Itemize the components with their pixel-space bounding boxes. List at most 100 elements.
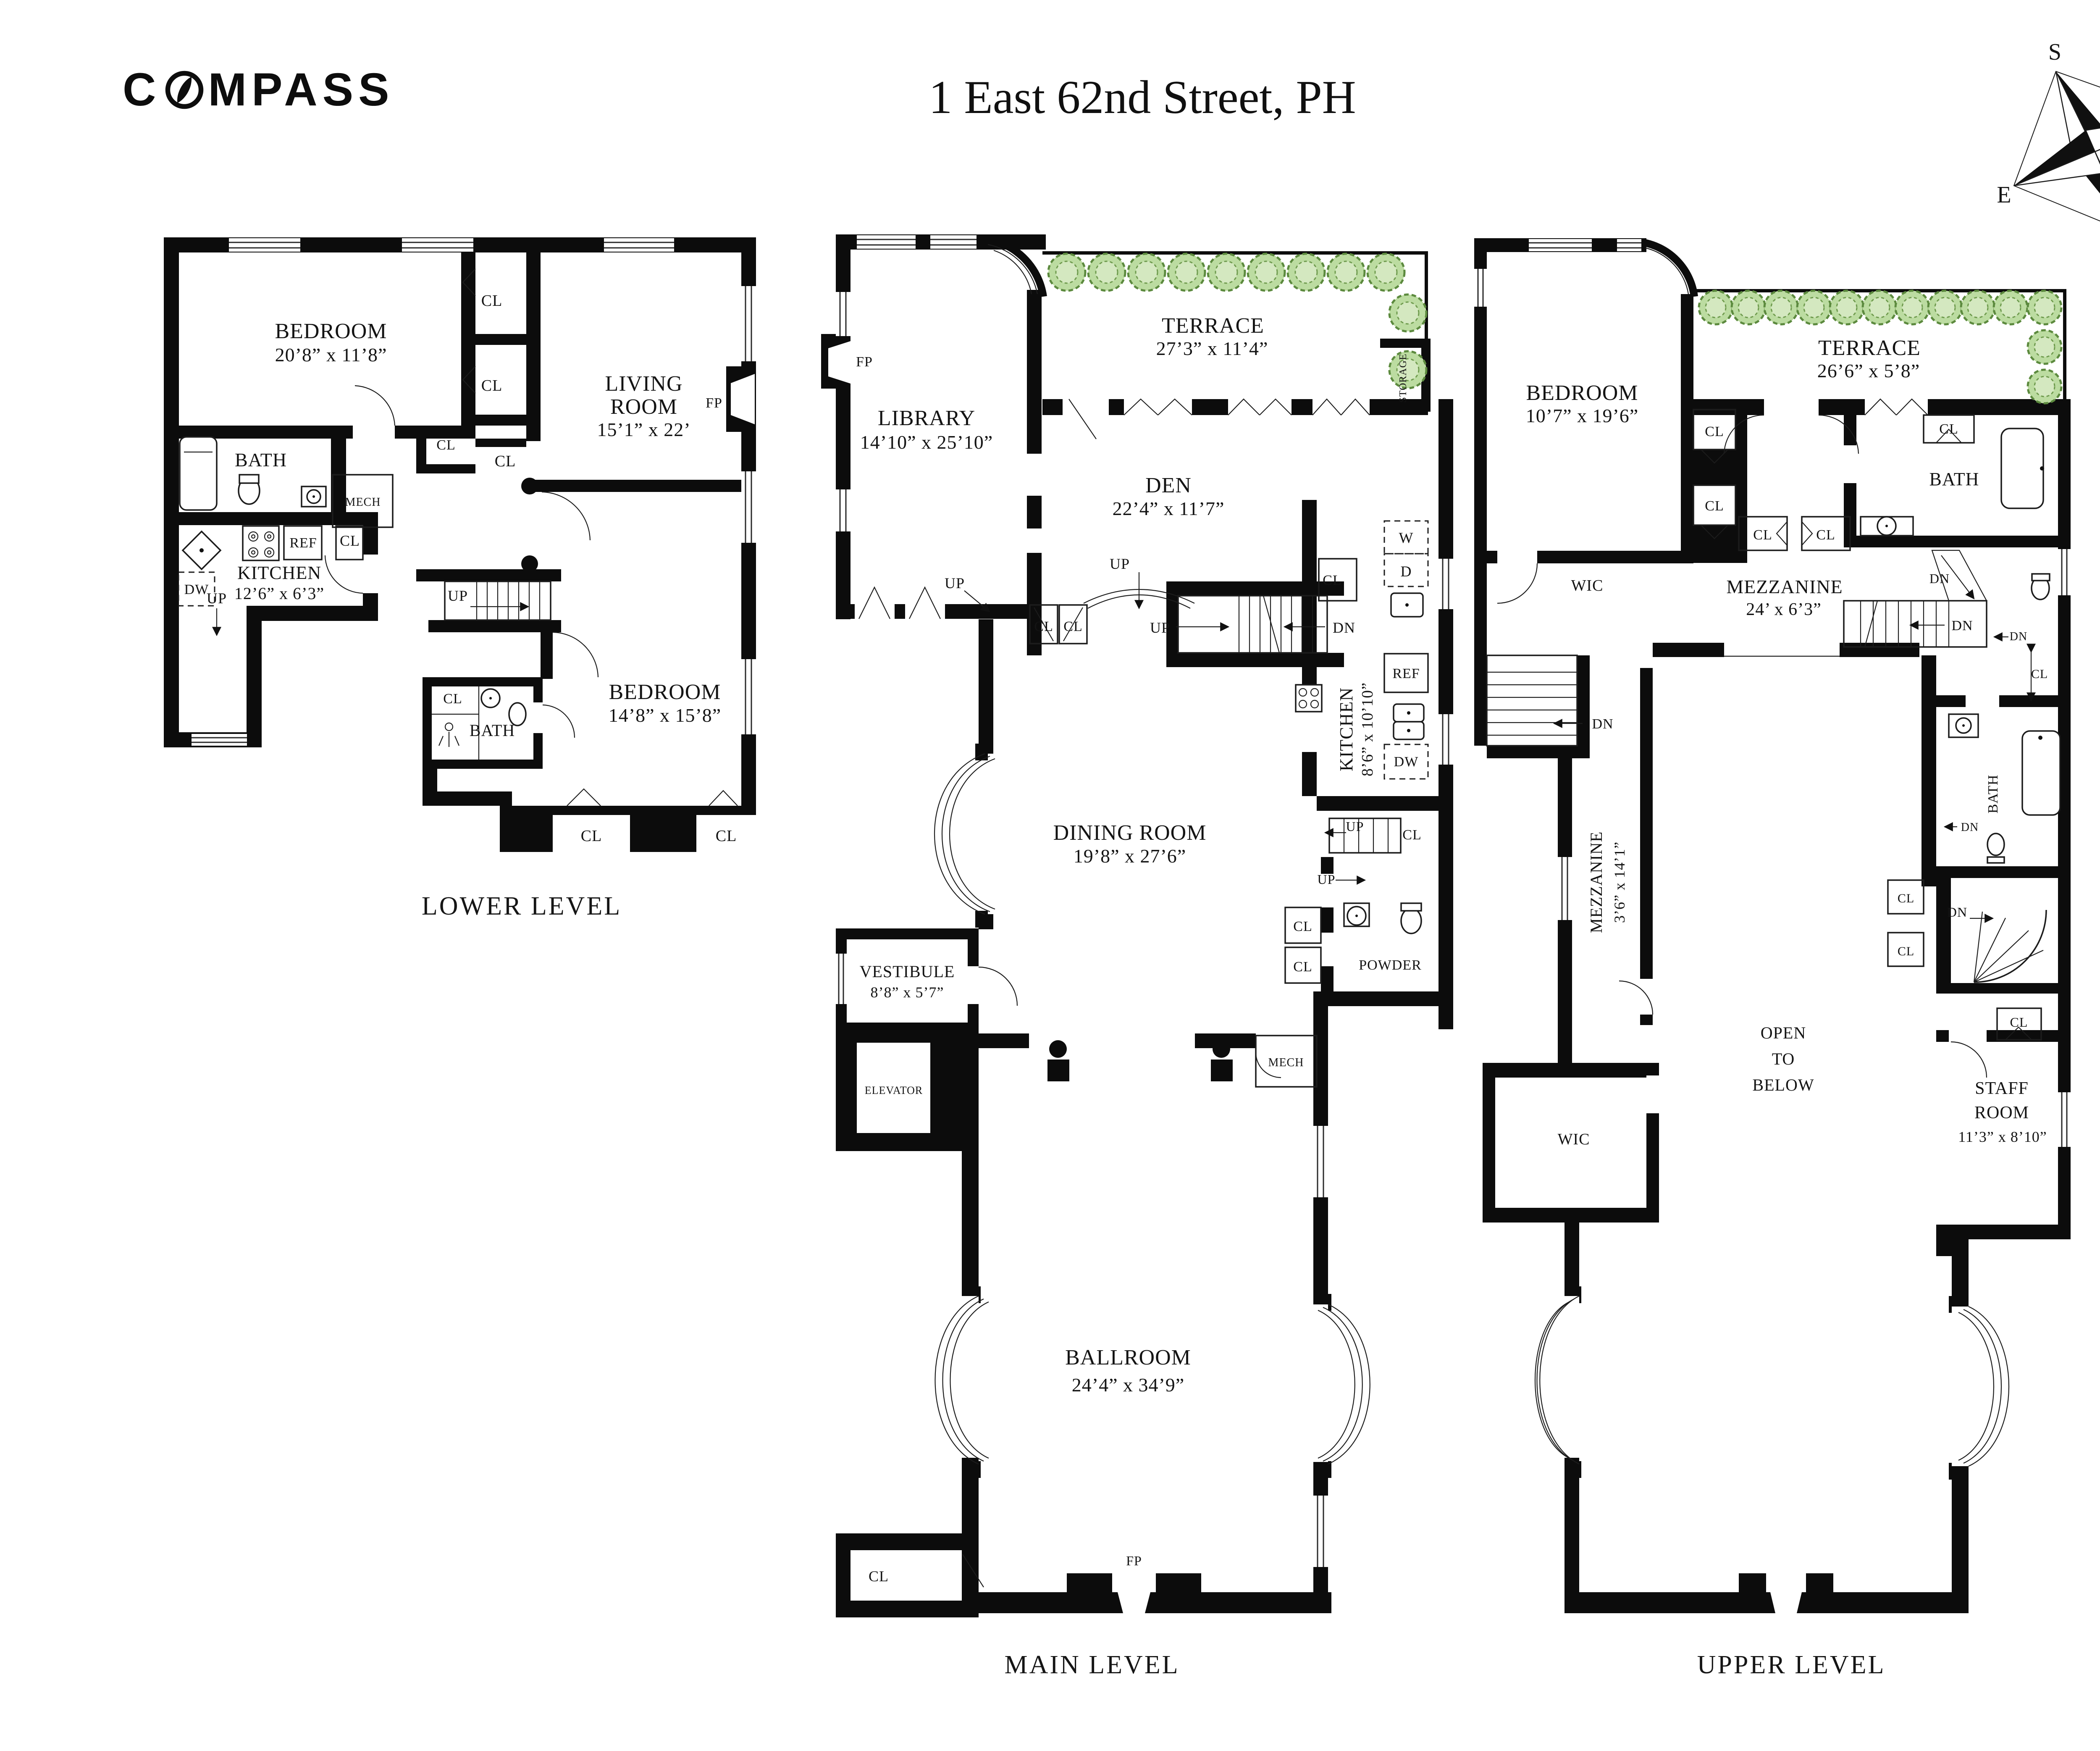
washer-icon [1383, 520, 1429, 555]
room-dims: 26’6” x 5’8” [1817, 360, 1920, 381]
room-dims: 24’ x 6’3” [1746, 600, 1822, 619]
closet-label: CL [481, 292, 503, 310]
mech-closet [1255, 1035, 1318, 1088]
column-icon [1049, 1040, 1067, 1058]
closet-label: CL [716, 827, 737, 845]
tub-icon [2021, 730, 2061, 816]
room-label: BEDROOM [1526, 381, 1638, 405]
room-label: BATH [1929, 469, 1979, 489]
room-label: KITCHEN [1336, 687, 1357, 771]
main-terrace-shrubs [1047, 252, 1428, 389]
lower-level-caption: LOWER LEVEL [421, 892, 622, 920]
upper-level-caption: UPPER LEVEL [1697, 1651, 1886, 1679]
room-label: BATH [235, 449, 287, 471]
stair-label: DN [1333, 619, 1355, 636]
room-label: D [1401, 563, 1412, 580]
room-label: ELEVATOR [865, 1084, 923, 1096]
room-label: DW [1394, 754, 1419, 770]
upper-fixtures [1486, 247, 2061, 1467]
closet-label: CL [1063, 619, 1082, 634]
room-label: REF [1392, 666, 1420, 681]
closet-label: CL [1939, 421, 1958, 437]
closet-label: CL [2010, 1015, 2028, 1030]
stair-label: UP [1318, 872, 1336, 887]
room-label: BATH [1985, 775, 2001, 814]
main-level-caption: MAIN LEVEL [1004, 1651, 1180, 1679]
closet-label: CL [1293, 919, 1312, 934]
stair-label: UP [1346, 819, 1364, 834]
fireplace-label: FP [1126, 1553, 1142, 1568]
closet-label: CL [2031, 667, 2048, 681]
french-door-icon [1864, 398, 1928, 415]
closet-label: CL [340, 532, 360, 549]
room-label: BEDROOM [275, 319, 387, 343]
main-windows [828, 235, 1453, 1613]
stair-label: UP [1150, 619, 1170, 636]
bay-window-icon [934, 753, 985, 915]
room-dims: 14’10” x 25’10” [860, 431, 993, 453]
rose-east: E [1997, 182, 2011, 208]
closet-label: CL [1323, 573, 1341, 588]
compass-rose: S W E N [1997, 39, 2100, 222]
room-label: LIVING [605, 372, 682, 396]
toilet-icon [508, 702, 527, 726]
bay-window-icon [1328, 1304, 1370, 1465]
room-label: VESTIBULE [860, 962, 955, 981]
compass-star [2013, 71, 2100, 222]
stove-icon [242, 525, 280, 561]
room-dims: 12’6” x 6’3” [234, 584, 324, 603]
closet-label: CL [581, 827, 602, 845]
stair-icon [1486, 655, 1578, 747]
room-label: ROOM [1974, 1103, 2029, 1123]
room-label: ROOM [610, 395, 677, 419]
lower-fixtures [178, 268, 738, 806]
main-fixtures [858, 244, 1429, 1588]
refrigerator-icon [283, 525, 323, 560]
main-labels: LIBRARY 14’10” x 25’10” FP TERRACE 27’3”… [856, 314, 1421, 1585]
bay-window-icon [1539, 1296, 1580, 1464]
dryer-icon [1383, 553, 1429, 587]
refrigerator-icon [1383, 653, 1429, 693]
bay-window-icon [934, 1295, 979, 1465]
room-dims: 24’4” x 34’9” [1072, 1374, 1184, 1396]
room-dims: 8’6” x 10’10” [1359, 682, 1376, 776]
room-label: MEZZANINE [1726, 576, 1843, 597]
room-label: MEZZANINE [1587, 831, 1606, 933]
room-label: MECH [1268, 1056, 1304, 1069]
room-label: BATH [470, 721, 515, 740]
upper-level-plan: BEDROOM 10’7” x 19’6” TERRACE 26’6” x 5’… [1474, 238, 2071, 1613]
closet-label: CL [1898, 891, 1914, 905]
lower-labels: BEDROOM 20’8” x 11’8” LIVING ROOM 15’1” … [184, 292, 737, 845]
room-label: WIC [1558, 1131, 1590, 1148]
french-door-icon [1228, 398, 1292, 415]
room-dims: 11’3” x 8’10” [1958, 1128, 2047, 1145]
room-label: UP [207, 590, 227, 607]
room-label: BELOW [1752, 1075, 1814, 1094]
closet-label: CL [1753, 527, 1772, 543]
closet-label: CL [1293, 959, 1312, 975]
french-door-icon [1124, 398, 1192, 415]
stair-label: DN [1961, 821, 1979, 834]
closet-label: CL [436, 437, 455, 453]
closet-label: CL [495, 452, 516, 470]
room-dims: 22’4” x 11’7” [1113, 498, 1225, 519]
double-door-icon [909, 586, 941, 619]
room-dims: 20’8” x 11’8” [275, 344, 387, 365]
room-dims: 19’8” x 27’6” [1074, 845, 1186, 867]
room-label: DEN [1145, 473, 1192, 497]
room-dims: 8’8” x 5’7” [871, 984, 944, 1001]
upper-labels: BEDROOM 10’7” x 19’6” TERRACE 26’6” x 5’… [1526, 336, 2048, 1148]
logo-text-c: C [123, 64, 161, 116]
closet-label: CL [1705, 424, 1724, 439]
column-icon [1213, 1040, 1230, 1058]
stair-label: DN [1951, 618, 1973, 634]
lower-level-plan: BEDROOM 20’8” x 11’8” LIVING ROOM 15’1” … [164, 237, 756, 852]
room-label: REF [289, 535, 317, 551]
room-label: KITCHEN [237, 563, 321, 583]
compass-logo-o-icon [165, 71, 204, 109]
room-label: STORAGE [1398, 353, 1409, 402]
closet-label: CL [481, 377, 503, 394]
shower-icon [444, 722, 454, 731]
